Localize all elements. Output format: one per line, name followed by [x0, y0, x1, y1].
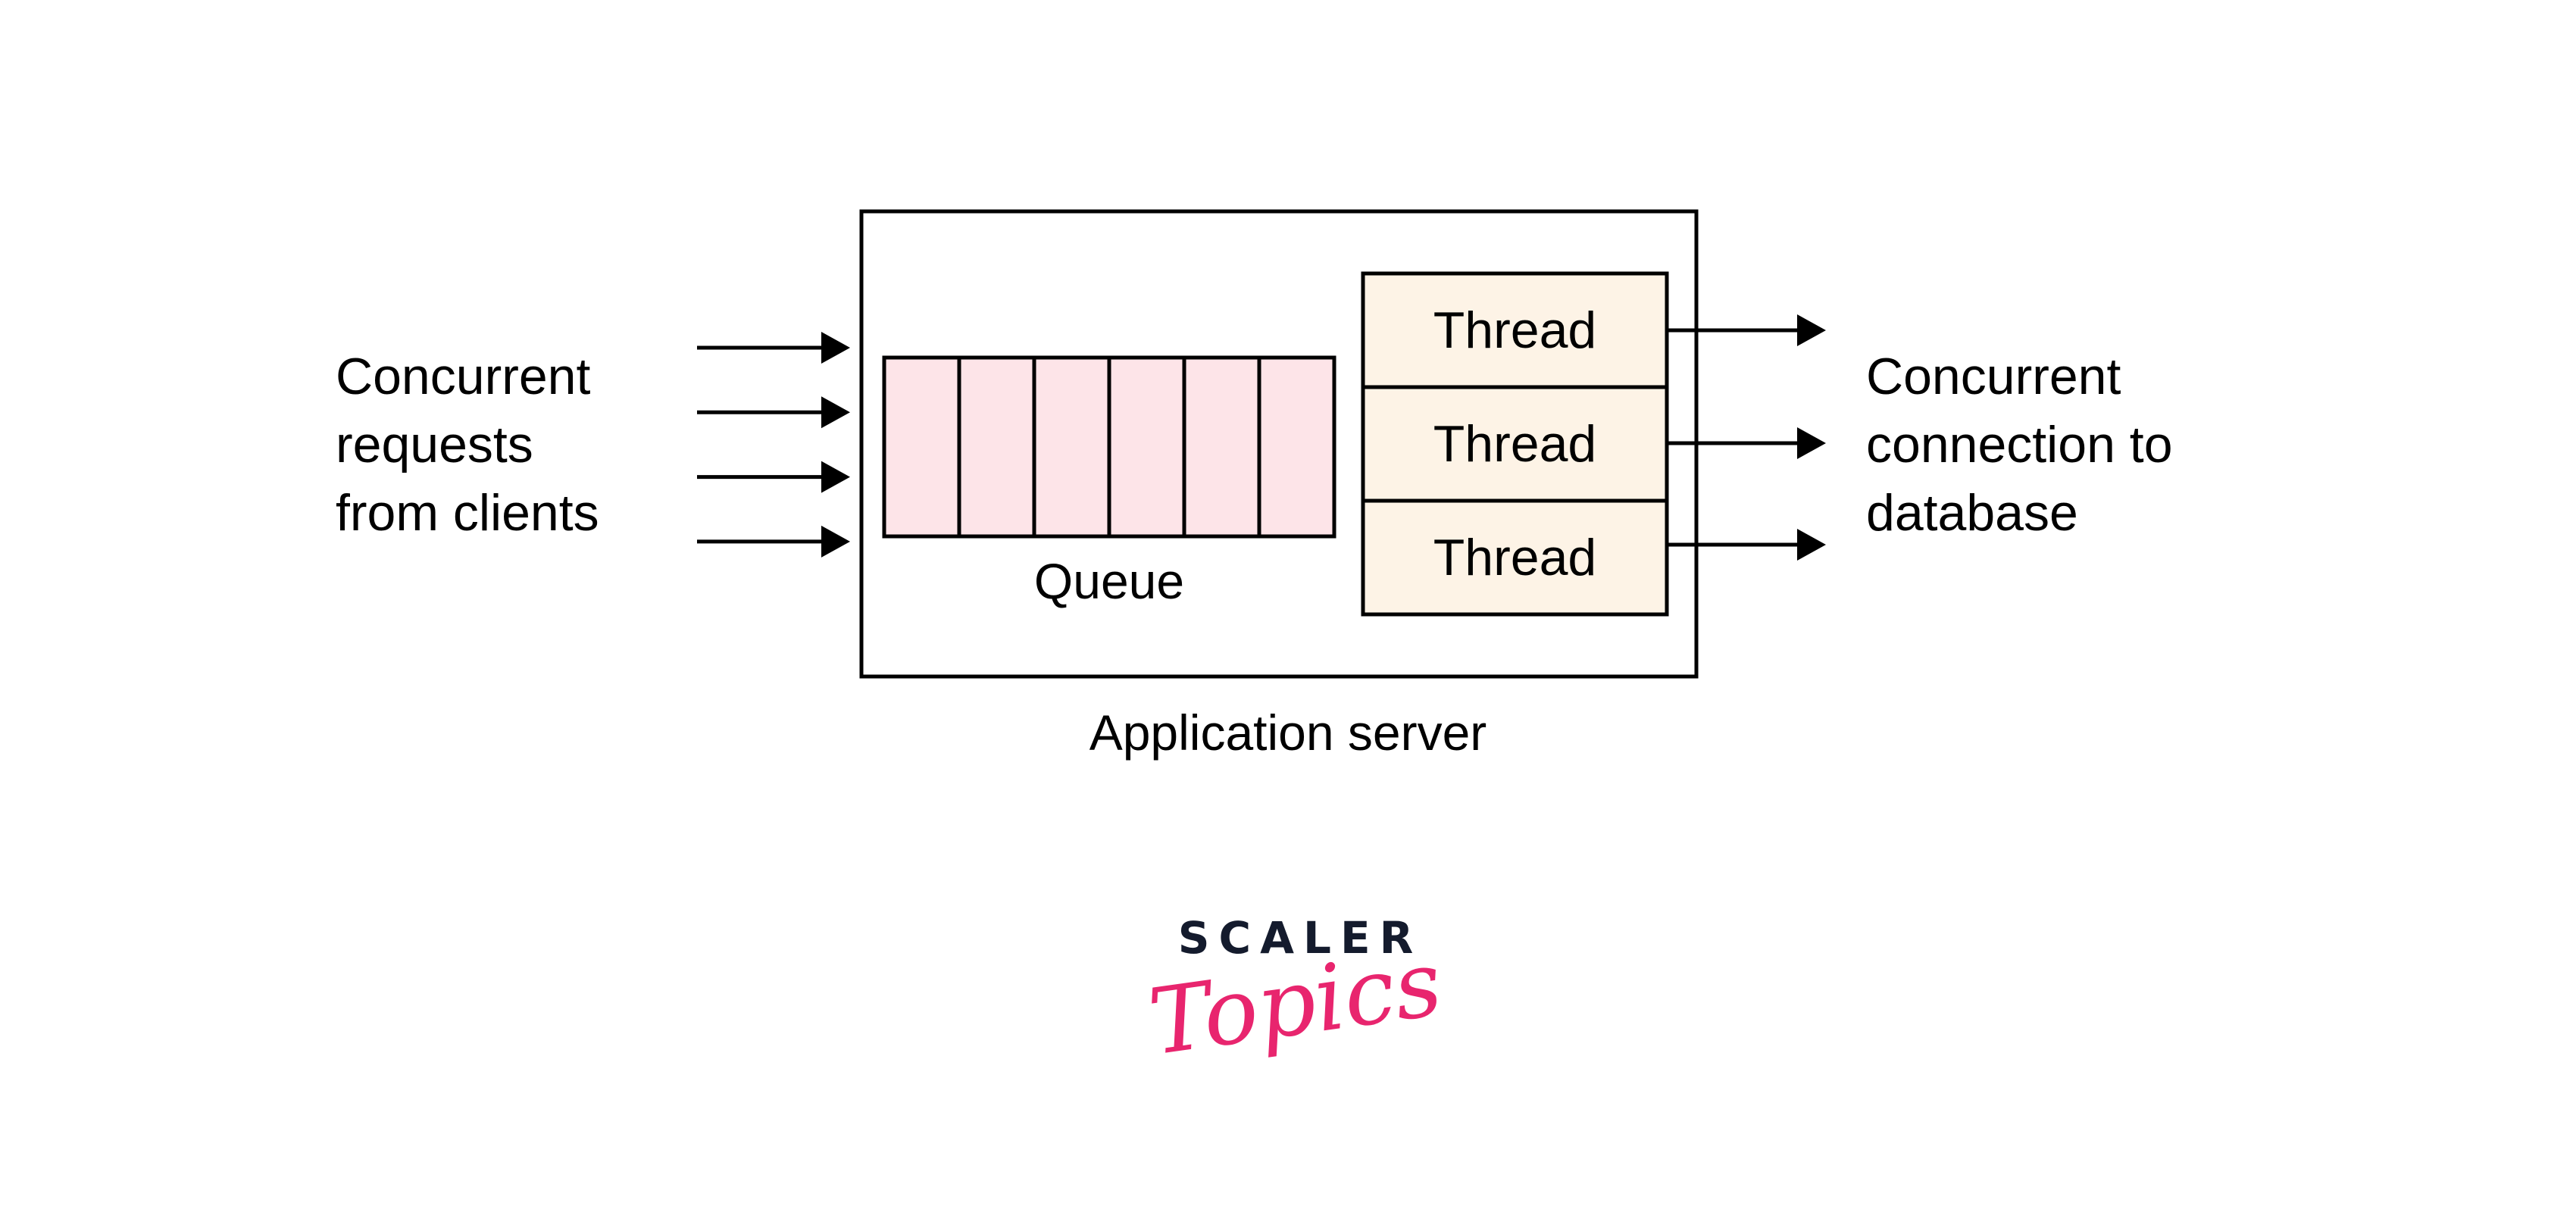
- outgoing-arrows: [1667, 314, 1826, 561]
- queue-slot: [1032, 355, 1111, 539]
- client-requests-line: from clients: [336, 484, 599, 542]
- queue-slot: [1182, 355, 1261, 539]
- incoming-request-arrow: [697, 525, 850, 558]
- thread-box: Thread: [1361, 271, 1669, 389]
- arrowhead-icon: [1797, 314, 1826, 346]
- application-server-caption: Application server: [1089, 705, 1487, 761]
- client-requests-label: Concurrent requests from clients: [336, 348, 605, 542]
- outgoing-connection-arrow: [1667, 427, 1826, 459]
- database-connection-label: Concurrent connection to database: [1866, 348, 2187, 542]
- queue-slot: [1257, 355, 1336, 539]
- incoming-request-arrow: [697, 332, 850, 364]
- outgoing-connection-arrow: [1667, 314, 1826, 346]
- thread-cell: [1361, 385, 1669, 503]
- outgoing-connection-arrow: [1667, 529, 1826, 561]
- thread-box: Thread: [1361, 385, 1669, 503]
- thread-cell: [1361, 498, 1669, 617]
- database-connection-line: connection to: [1866, 416, 2173, 473]
- scaler-topics-logo: SCALER Topics: [1143, 912, 1449, 1076]
- logo-brand-text: SCALER: [1178, 912, 1422, 964]
- database-connection-line: Concurrent: [1866, 348, 2121, 405]
- arrowhead-icon: [821, 396, 850, 429]
- queue-slot: [882, 355, 961, 539]
- queue-slot: [1107, 355, 1186, 539]
- arrowhead-icon: [821, 525, 850, 558]
- thread-box: Thread: [1361, 498, 1669, 617]
- thread-label: Thread: [1433, 415, 1596, 473]
- thread-label: Thread: [1433, 302, 1596, 359]
- arrowhead-icon: [821, 461, 850, 493]
- arrowhead-icon: [1797, 427, 1826, 459]
- queue-caption: Queue: [1034, 553, 1184, 609]
- incoming-request-arrow: [697, 461, 850, 493]
- arrowhead-icon: [821, 332, 850, 364]
- database-connection-line: database: [1866, 484, 2078, 542]
- queue: [882, 355, 1336, 539]
- arrowhead-icon: [1797, 529, 1826, 561]
- thread-label: Thread: [1433, 529, 1596, 586]
- client-requests-line: requests: [336, 416, 533, 473]
- incoming-arrows: [697, 332, 850, 558]
- client-requests-line: Concurrent: [336, 348, 590, 405]
- queue-slot: [957, 355, 1036, 539]
- incoming-request-arrow: [697, 396, 850, 429]
